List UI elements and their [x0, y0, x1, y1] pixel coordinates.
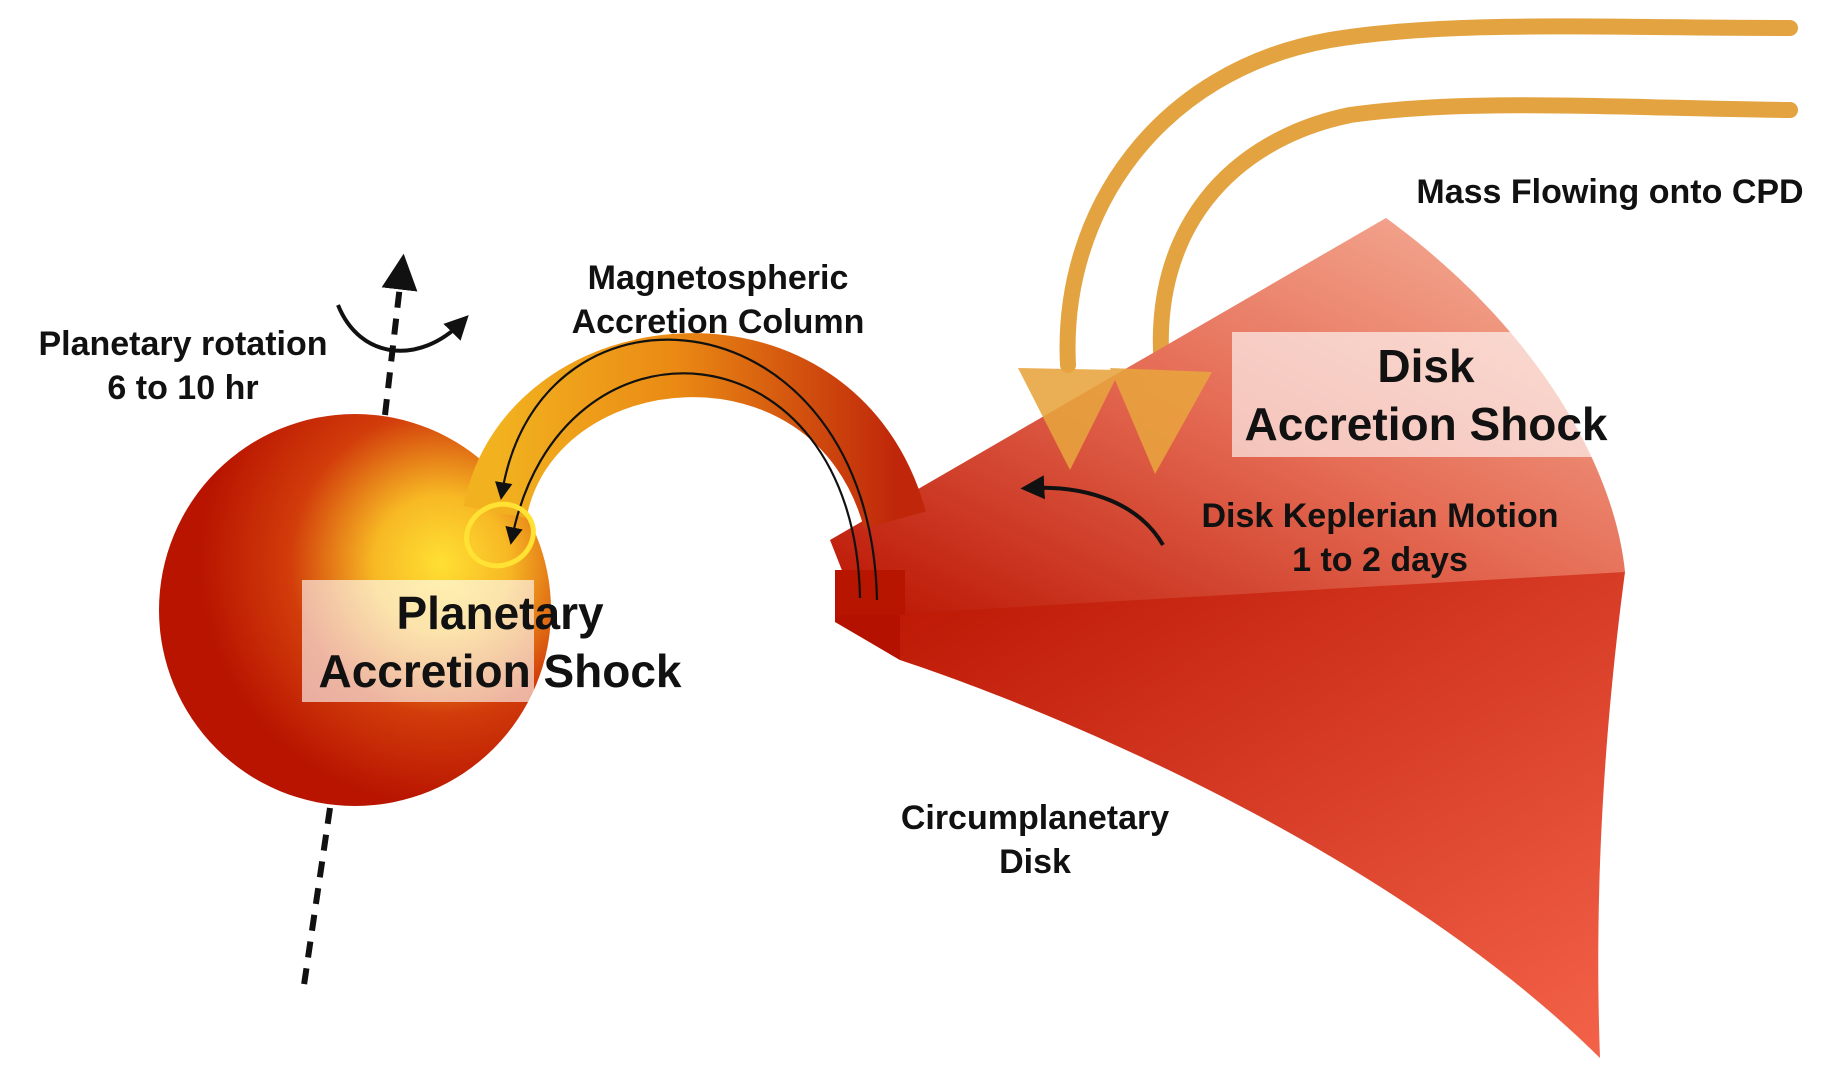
- magnetospheric-column-label: Magnetospheric Accretion Column: [548, 256, 888, 344]
- planetary-shock-backdrop: [302, 580, 534, 702]
- mass-flow-label: Mass Flowing onto CPD: [1416, 173, 1804, 211]
- planetary-rotation-label: Planetary rotation 6 to 10 hr: [18, 322, 348, 410]
- circumplanetary-disk-line2: Disk: [999, 843, 1071, 881]
- keplerian-motion-label: Disk Keplerian Motion 1 to 2 days: [1170, 494, 1590, 582]
- magnetospheric-column-line1: Magnetospheric: [587, 259, 849, 297]
- planetary-shock-line2: Accretion Shock: [318, 645, 682, 697]
- column-flow-line-outer: [495, 338, 879, 601]
- planetary-rotation-period: 6 to 10 hr: [107, 369, 259, 407]
- planet-rotation-arrow: [336, 304, 469, 353]
- shock-cone-left: [1018, 368, 1120, 470]
- column-arc: [463, 333, 926, 530]
- accretion-column: [463, 333, 926, 615]
- disk-shock-line1: Disk: [1377, 340, 1475, 392]
- mass-stream-inner: [1152, 97, 1798, 376]
- disk-shock-backdrop: [1232, 332, 1620, 457]
- planetary-shock-line1: Planetary: [396, 587, 604, 639]
- planetary-shock-label: Planetary Accretion Shock: [290, 584, 710, 700]
- keplerian-motion-period: 1 to 2 days: [1292, 541, 1468, 579]
- column-rim: [836, 570, 905, 615]
- planetary-rotation-title: Planetary rotation: [38, 325, 328, 363]
- keplerian-motion-title: Disk Keplerian Motion: [1201, 497, 1559, 535]
- circumplanetary-disk-line1: Circumplanetary: [900, 799, 1170, 837]
- planetary-hotspot-ring: [464, 501, 536, 569]
- mass-streams: [1059, 18, 1798, 376]
- disk-shock-label: Disk Accretion Shock: [1222, 337, 1630, 453]
- disk-shock-cones: [1018, 368, 1212, 474]
- mass-stream-outer: [1059, 18, 1798, 373]
- shock-cone-right: [1110, 368, 1212, 474]
- disk-lower-face: [835, 570, 1625, 1058]
- rotation-axis-lower: [301, 807, 333, 986]
- magnetospheric-column-line2: Accretion Column: [571, 303, 865, 341]
- column-flow-line-inner: [505, 372, 862, 599]
- disk-upper-face: [830, 218, 1625, 616]
- disk-shock-line2: Accretion Shock: [1244, 398, 1608, 450]
- rotation-axis-upper: [381, 253, 418, 416]
- keplerian-motion-arrow: [1020, 475, 1165, 546]
- circumplanetary-disk-label: Circumplanetary Disk: [870, 796, 1200, 884]
